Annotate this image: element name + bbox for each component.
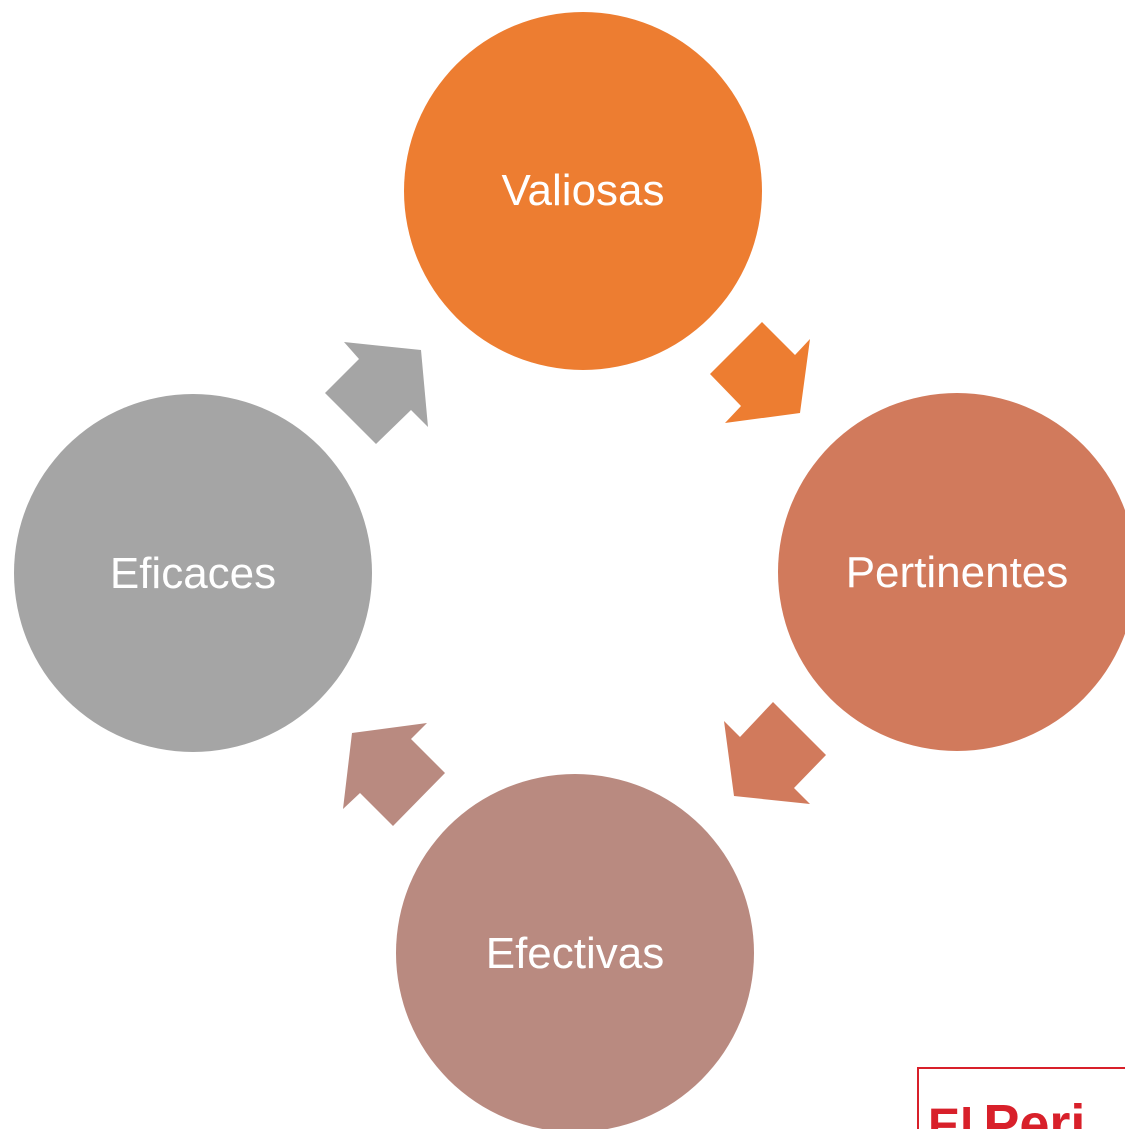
node-label: Pertinentes [846, 548, 1069, 597]
arrow-valiosas-to-pertinentes [710, 322, 810, 423]
arrow-efectivas-to-eficaces [343, 723, 445, 826]
arrow-pertinentes-to-efectivas [724, 702, 826, 804]
node-label: Eficaces [110, 549, 276, 598]
node-valiosas: Valiosas [404, 12, 762, 370]
arrow-eficaces-to-valiosas [325, 342, 428, 444]
node-circle [404, 12, 762, 370]
node-label: Efectivas [486, 929, 665, 978]
node-label: Valiosas [501, 166, 664, 215]
logo-frame [917, 1067, 1125, 1129]
node-efectivas: Efectivas [396, 774, 754, 1129]
node-circle [14, 394, 372, 752]
node-eficaces: Eficaces [14, 394, 372, 752]
node-circle [396, 774, 754, 1129]
node-pertinentes: Pertinentes [778, 393, 1125, 751]
node-circle [778, 393, 1125, 751]
